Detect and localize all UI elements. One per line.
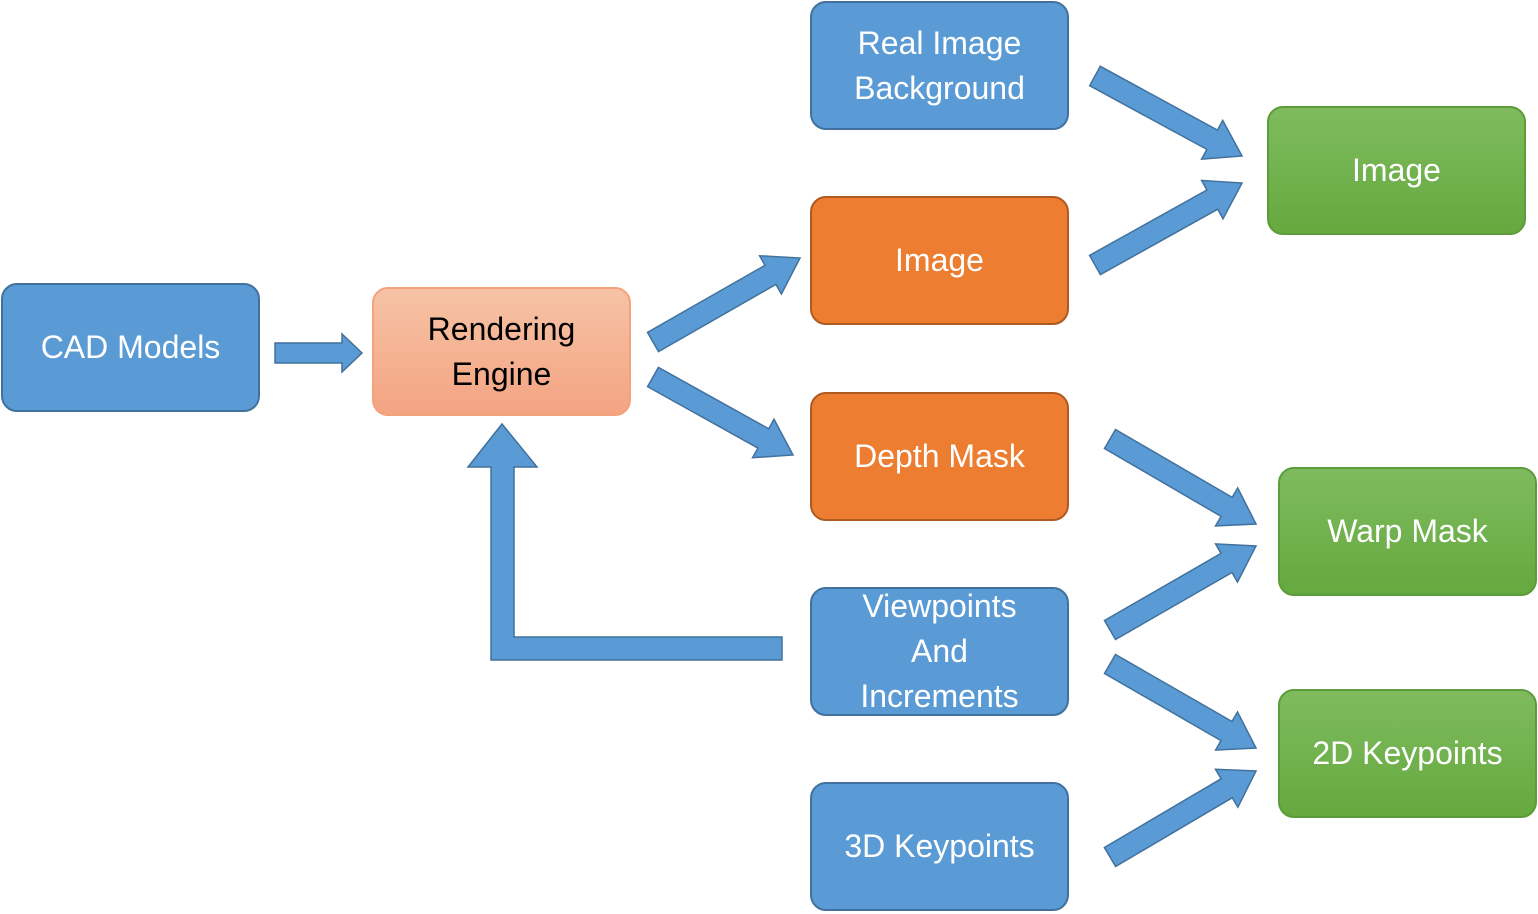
rendered-image-label: Image bbox=[895, 242, 984, 278]
rendered-image-node: Image bbox=[810, 196, 1069, 325]
arrow-engine-to-depth bbox=[646, 366, 795, 459]
arrow-depth-to-warp bbox=[1103, 428, 1258, 527]
cad-models-label: CAD Models bbox=[40, 329, 221, 365]
depth-mask-label: Depth Mask bbox=[854, 438, 1025, 474]
arrow-viewpoints-to-warp bbox=[1103, 543, 1258, 641]
arrow-cad-to-engine bbox=[274, 332, 364, 374]
arrow-viewpoints-to-engine bbox=[466, 422, 783, 661]
arrow-engine-to-image bbox=[646, 254, 802, 353]
arrow-image-to-output bbox=[1088, 179, 1244, 276]
viewpoints-increments-node: Viewpoints And Increments bbox=[810, 587, 1069, 716]
viewpoints-increments-label: Viewpoints And Increments bbox=[860, 588, 1019, 714]
depth-mask-node: Depth Mask bbox=[810, 392, 1069, 521]
arrow-background-to-output bbox=[1088, 65, 1244, 160]
arrow-3d-to-2d bbox=[1103, 768, 1258, 868]
keypoints-3d-node: 3D Keypoints bbox=[810, 782, 1069, 911]
warp-mask-label: Warp Mask bbox=[1327, 513, 1488, 549]
arrow-viewpoints-to-2d bbox=[1103, 653, 1258, 751]
real-image-background-node: Real Image Background bbox=[810, 1, 1069, 130]
real-image-background-label: Real Image Background bbox=[854, 24, 1025, 106]
rendering-engine-label: Rendering Engine bbox=[427, 310, 576, 392]
keypoints-3d-label: 3D Keypoints bbox=[844, 828, 1035, 864]
keypoints-2d-node: 2D Keypoints bbox=[1278, 689, 1537, 818]
output-image-label: Image bbox=[1352, 152, 1441, 188]
keypoints-2d-label: 2D Keypoints bbox=[1312, 735, 1503, 771]
cad-models-node: CAD Models bbox=[1, 283, 260, 412]
warp-mask-node: Warp Mask bbox=[1278, 467, 1537, 596]
output-image-node: Image bbox=[1267, 106, 1526, 235]
rendering-engine-node: Rendering Engine bbox=[372, 287, 631, 416]
